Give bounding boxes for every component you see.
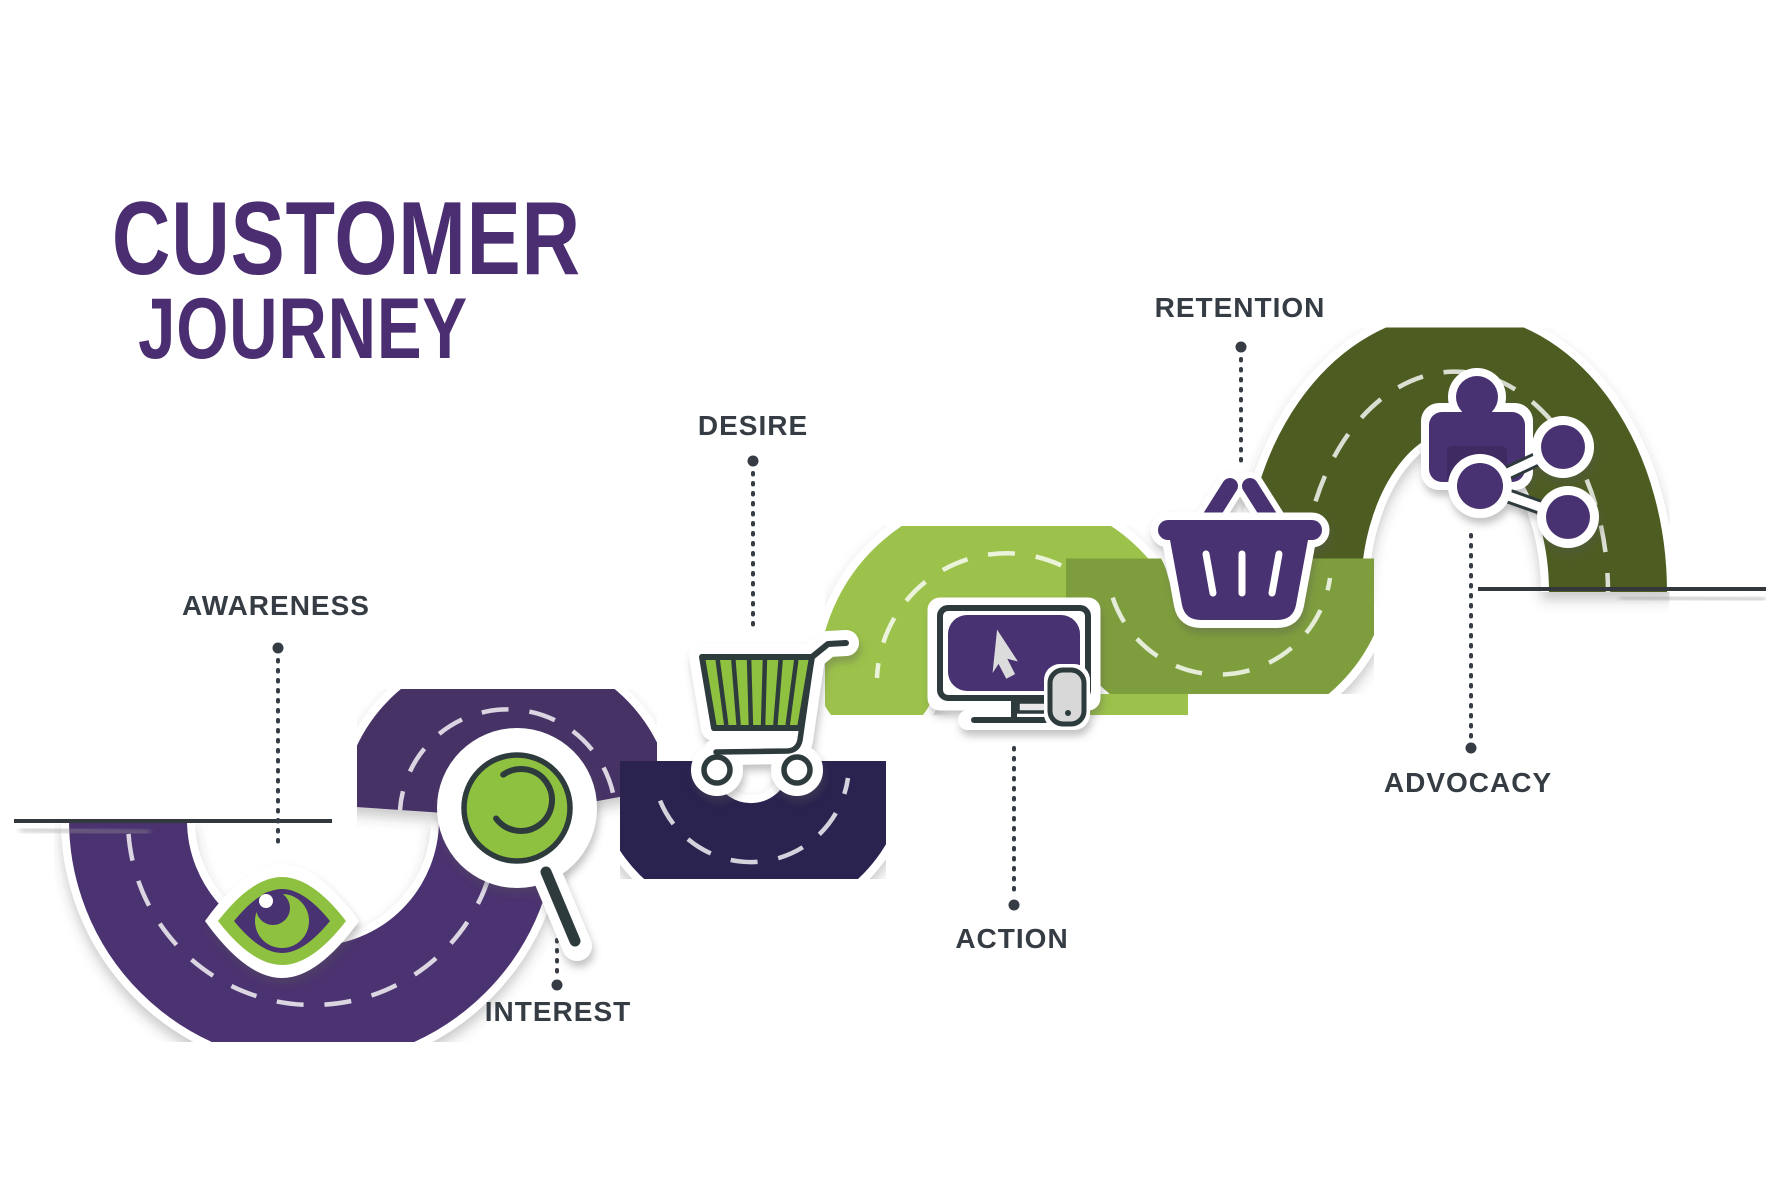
right-horizon-line (1478, 587, 1766, 603)
page-title-line1: CUSTOMER (111, 181, 581, 297)
road-segment-interest (333, 642, 680, 817)
stage-label-retention: RETENTION (1154, 292, 1326, 323)
mouse-icon (1044, 664, 1090, 730)
awareness-connector (272, 642, 284, 852)
stage-connectors (272, 341, 1477, 991)
interest-connector (551, 928, 563, 991)
page-title-line2: JOURNEY (138, 280, 468, 377)
retention-connector (1235, 341, 1247, 464)
action-connector (1008, 746, 1020, 911)
road-segment-awareness (61, 818, 565, 1072)
stage-label-action: ACTION (955, 923, 1069, 954)
eye-icon (205, 864, 359, 978)
stage-label-advocacy: ADVOCACY (1383, 767, 1553, 798)
cursor-arrow-icon (992, 629, 1018, 679)
road-segment-retention (1043, 511, 1397, 742)
share-network (1448, 416, 1599, 548)
road-segment-advocacy (1235, 304, 1675, 593)
share-people-icon (1421, 368, 1599, 548)
magnifying-glass-icon (437, 728, 597, 961)
page-title: CUSTOMER JOURNEY (111, 181, 581, 377)
stage-label-desire: DESIRE (697, 410, 809, 441)
shopping-cart-icon (689, 630, 859, 796)
stage-label-awareness: AWARENESS (182, 590, 370, 621)
road-segment-desire (591, 711, 915, 930)
stage-label-interest: INTEREST (484, 996, 632, 1027)
desire-connector (747, 455, 759, 629)
shopping-basket-icon (1150, 472, 1330, 628)
monitor-cursor-icon (927, 597, 1101, 730)
advocacy-connector (1465, 533, 1477, 754)
